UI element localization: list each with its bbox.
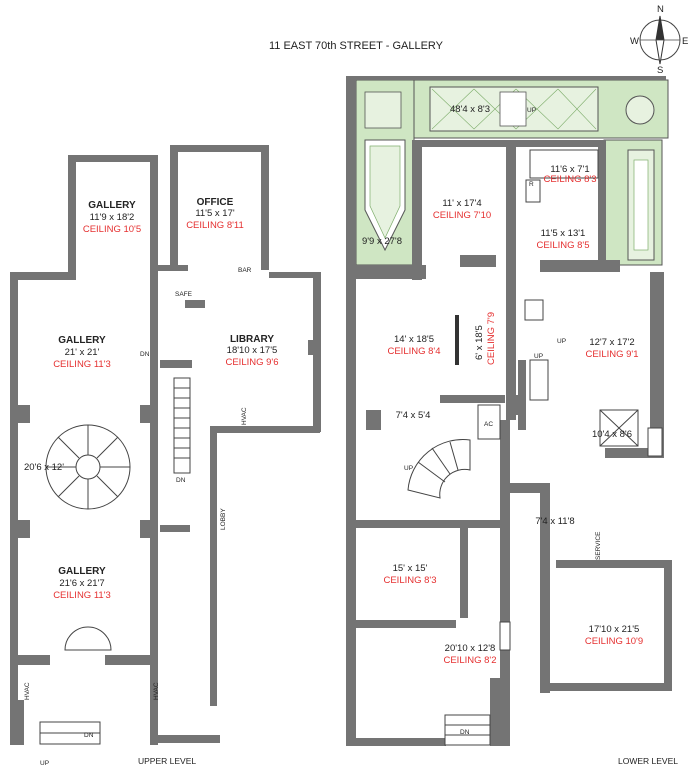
room-b-dims: 11'5 x 13'1 xyxy=(541,228,586,239)
lower-up-label-2: UP xyxy=(557,338,566,345)
upper-gallery-mid-dims: 21' x 21' xyxy=(65,347,100,358)
upper-gallery-mid-ceiling: CEILING 11'3 xyxy=(53,359,111,370)
lower-level-label: LOWER LEVEL xyxy=(618,756,678,766)
office-dims: 11'5 x 17' xyxy=(195,208,235,219)
left-garden-dims: 9'9 x 27'8 xyxy=(362,236,402,247)
compass-icon: N S E W xyxy=(630,4,688,76)
upper-dn-label-2: DN xyxy=(176,477,186,484)
ac-label: AC xyxy=(484,421,493,428)
compass-w: W xyxy=(630,36,639,47)
room-c-dims: 14' x 18'5 xyxy=(394,334,434,345)
lower-up-label-4: UP xyxy=(404,465,413,472)
room-c-ceiling: CEILING 8'4 xyxy=(387,346,440,357)
compass-e: E xyxy=(682,36,688,47)
powder-dims: 7'4 x 5'4 xyxy=(396,410,431,421)
compass-s: S xyxy=(657,65,663,76)
upper-dn-label: DN xyxy=(140,351,150,358)
room-h-dims: 20'10 x 12'8 xyxy=(445,643,496,654)
service-label: SERVICE xyxy=(595,531,602,560)
straight-staircase xyxy=(173,377,191,474)
upper-gallery-top-ceiling: CEILING 10'5 xyxy=(83,224,141,235)
hall-dims: 6' x 18'5 xyxy=(474,325,485,360)
lower-up-label-3: UP xyxy=(534,353,543,360)
upper-level: GALLERY 11'9 x 18'2 CEILING 10'5 OFFICE … xyxy=(10,145,321,767)
plan-title: 11 EAST 70th STREET - GALLERY xyxy=(269,40,444,52)
office-ceiling: CEILING 8'11 xyxy=(186,220,244,231)
upper-gallery-top-name: GALLERY xyxy=(88,200,136,211)
upper-gallery-mid-name: GALLERY xyxy=(58,335,106,346)
compass-n: N xyxy=(657,4,664,15)
hvac-label-1: HVAC xyxy=(24,682,31,700)
upper-gallery-top-dims: 11'9 x 18'2 xyxy=(90,212,135,223)
upper-dn-label-3: DN xyxy=(84,732,94,739)
lobby-label: LOBBY xyxy=(220,508,227,530)
kitchen-ceiling: CEILING 8'3 xyxy=(543,174,596,185)
room-g-dims: 17'10 x 21'5 xyxy=(589,624,640,635)
room-g-ceiling: CEILING 10'9 xyxy=(585,636,643,647)
hvac-label-2: HVAC xyxy=(153,682,160,700)
office-name: OFFICE xyxy=(197,197,234,208)
upper-gallery-bottom-ceiling: CEILING 11'3 xyxy=(53,590,111,601)
library-name: LIBRARY xyxy=(230,334,274,345)
bar-label: BAR xyxy=(238,267,252,274)
room-f-dims: 7'4 x 11'8 xyxy=(535,516,574,527)
library-ceiling: CEILING 9'6 xyxy=(225,357,278,368)
lower-spiral-staircase xyxy=(407,439,471,499)
upper-gallery-bottom-dims: 21'6 x 21'7 xyxy=(59,578,104,589)
lower-up-label-1: UP xyxy=(527,107,536,114)
room-a-ceiling: CEILING 7'10 xyxy=(433,210,491,221)
room-e-ceiling: CEILING 8'3 xyxy=(383,575,436,586)
spiral-staircase xyxy=(45,424,131,510)
room-d-dims: 12'7 x 17'2 xyxy=(589,337,634,348)
lower-level: 48'4 x 8'3 9'9 x 27'8 11' x 17'4 CEILING… xyxy=(346,76,678,766)
terrace-dims: 48'4 x 8'3 xyxy=(450,104,490,115)
room-h-ceiling: CEILING 8'2 xyxy=(443,655,496,666)
room-b-ceiling: CEILING 8'5 xyxy=(536,240,589,251)
room-e-dims: 15' x 15' xyxy=(393,563,428,574)
room-a-dims: 11' x 17'4 xyxy=(442,198,481,209)
hall-ceiling: CEILING 7'9 xyxy=(486,312,497,365)
r-label: R xyxy=(529,181,534,188)
upper-up-label: UP xyxy=(40,760,49,767)
hvac-label-3: HVAC xyxy=(241,407,248,425)
lower-dn-label: DN xyxy=(460,729,470,736)
stair-hall-dims: 20'6 x 12' xyxy=(24,462,64,473)
safe-label: SAFE xyxy=(175,291,193,298)
upper-level-label: UPPER LEVEL xyxy=(138,756,196,766)
bath-dims: 10'4 x 8'6 xyxy=(592,429,632,440)
room-d-ceiling: CEILING 9'1 xyxy=(585,349,638,360)
kitchen-dims: 11'6 x 7'1 xyxy=(550,164,589,175)
library-dims: 18'10 x 17'5 xyxy=(227,345,278,356)
upper-gallery-bottom-name: GALLERY xyxy=(58,566,106,577)
